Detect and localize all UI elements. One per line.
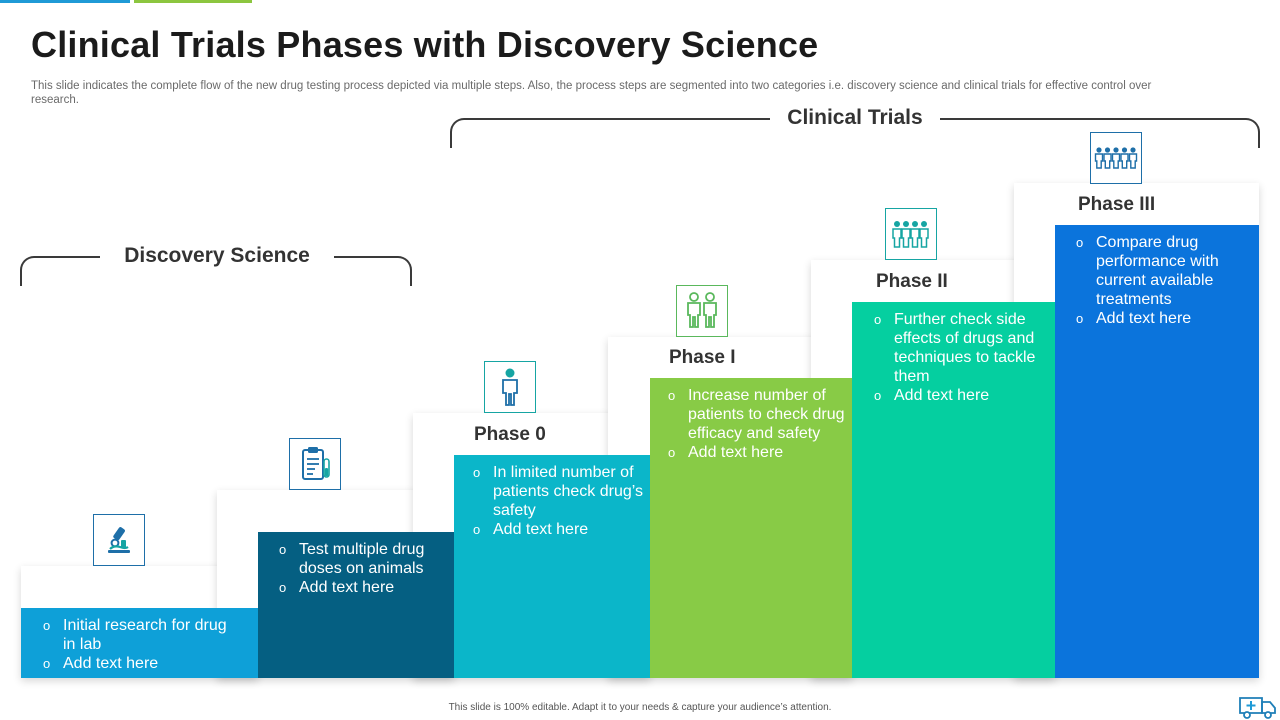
bullet-item: Test multiple drug doses on animals — [279, 540, 449, 578]
column-phase-2: Further check side effects of drugs and … — [852, 302, 1055, 678]
bullet-item: Add text here — [43, 654, 233, 673]
column-4-bullets: Increase number of patients to check dru… — [668, 386, 848, 462]
clinical-trials-label: Clinical Trials — [770, 106, 940, 130]
column-phase-0: In limited number of patients check drug… — [454, 455, 650, 678]
accent-bar-green — [134, 0, 252, 3]
phase-2-label: Phase II — [876, 271, 948, 292]
clipboard-test-tube-icon — [289, 438, 341, 490]
bullet-item: Increase number of patients to check dru… — [668, 386, 848, 443]
bullet-item: Initial research for drug in lab — [43, 616, 233, 654]
column-5-bullets: Further check side effects of drugs and … — [874, 310, 1054, 405]
bullet-item: Add text here — [279, 578, 449, 597]
single-person-icon — [484, 361, 536, 413]
phase-3-label: Phase III — [1078, 194, 1156, 215]
column-phase-3: Compare drug performance with current av… — [1055, 225, 1259, 678]
bullet-item: Add text here — [874, 386, 1054, 405]
phase-1-label: Phase I — [669, 347, 736, 368]
column-1-bullets: Initial research for drug in lab Add tex… — [43, 616, 233, 673]
column-2-bullets: Test multiple drug doses on animals Add … — [279, 540, 449, 597]
column-phase-1: Increase number of patients to check dru… — [650, 378, 852, 678]
four-persons-icon — [885, 208, 937, 260]
bullet-item: Further check side effects of drugs and … — [874, 310, 1054, 386]
phase-0-label: Phase 0 — [474, 424, 546, 445]
ambulance-icon — [1238, 692, 1278, 720]
footer-note: This slide is 100% editable. Adapt it to… — [448, 702, 832, 713]
two-persons-icon — [676, 285, 728, 337]
column-discovery-2: Test multiple drug doses on animals Add … — [258, 532, 454, 678]
bullet-item: Add text here — [668, 443, 848, 462]
bullet-item: Add text here — [473, 520, 643, 539]
column-6-bullets: Compare drug performance with current av… — [1076, 233, 1256, 328]
microscope-icon — [93, 514, 145, 566]
discovery-science-label: Discovery Science — [100, 244, 334, 268]
slide-subtitle: This slide indicates the complete flow o… — [31, 80, 1152, 106]
column-3-bullets: In limited number of patients check drug… — [473, 463, 643, 539]
accent-bar-blue — [0, 0, 130, 3]
five-persons-icon — [1090, 132, 1142, 184]
bullet-item: Compare drug performance with current av… — [1076, 233, 1256, 309]
bullet-item: In limited number of patients check drug… — [473, 463, 643, 520]
slide-title: Clinical Trials Phases with Discovery Sc… — [31, 24, 819, 65]
column-discovery-1: Initial research for drug in lab Add tex… — [21, 608, 258, 678]
bullet-item: Add text here — [1076, 309, 1256, 328]
